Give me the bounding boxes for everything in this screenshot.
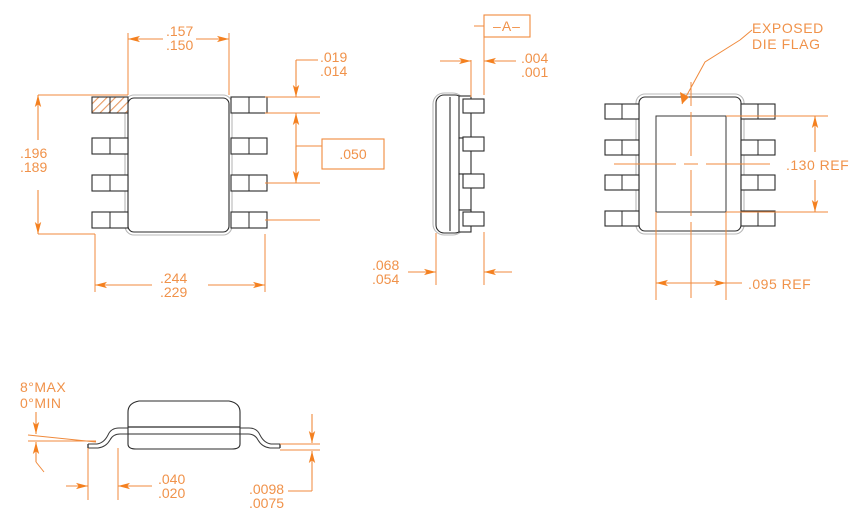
label-standoff-min: .0075 <box>249 495 285 511</box>
pin-7 <box>230 137 268 155</box>
label-lead-width-min: .014 <box>320 63 348 79</box>
dimension-package-thickness <box>408 232 512 285</box>
end-view-leads <box>458 95 485 233</box>
label-lead-angle-max: 8°MAX <box>20 379 67 395</box>
dimension-lead-angle <box>27 412 97 473</box>
label-standoff: .0098 .0075 <box>249 482 284 510</box>
dimension-lead-foot <box>66 448 152 500</box>
top-view <box>34 33 385 292</box>
label-overall-width: .244 .229 <box>160 271 187 299</box>
dimension-lead-width <box>265 59 320 150</box>
end-view <box>408 14 531 285</box>
dimension-die-flag-width <box>655 212 742 300</box>
dimension-lead-pitch <box>265 138 385 221</box>
pin-8 <box>230 96 268 114</box>
label-lead-width: .019 .014 <box>320 50 347 78</box>
centerlines <box>614 82 770 298</box>
label-standoff-max: .0098 <box>249 481 285 497</box>
label-top-width: .157 .150 <box>166 24 193 52</box>
label-exposed-die-flag: EXPOSED DIE FLAG <box>752 20 824 52</box>
label-die-flag-height: .130 REF <box>786 157 850 173</box>
label-lead-angle-min: 0°MIN <box>20 395 62 411</box>
label-lead-thickness-min: .001 <box>521 64 549 80</box>
label-top-width-max: .157 <box>166 23 194 39</box>
label-overall-width-max: .244 <box>160 270 188 286</box>
label-datum-a: –A– <box>493 18 521 34</box>
dimension-lead-thickness <box>440 57 516 97</box>
bottom-left-pins <box>604 103 640 227</box>
label-lead-width-max: .019 <box>320 49 348 65</box>
pin-3 <box>91 174 129 192</box>
label-package-thickness-max: .068 <box>372 257 400 273</box>
pin-1 <box>91 96 129 114</box>
right-pins <box>230 96 268 229</box>
label-lead-thickness-max: .004 <box>521 50 549 66</box>
dimension-top-width <box>127 33 230 95</box>
pin-2 <box>91 137 129 155</box>
label-exposed-die-flag-line1: EXPOSED <box>752 20 824 36</box>
label-overall-width-min: .229 <box>160 284 188 300</box>
label-body-height: .196 .189 <box>20 146 47 174</box>
label-body-height-max: .196 <box>20 145 48 161</box>
left-pins <box>91 96 129 229</box>
bottom-right-pins <box>740 103 776 227</box>
dimension-overall-width <box>94 234 266 292</box>
label-package-thickness-min: .054 <box>372 271 400 287</box>
exposed-die-flag-leader <box>680 29 753 105</box>
dimension-body-height <box>34 94 128 235</box>
label-lead-foot-max: .040 <box>158 471 186 487</box>
side-profile-view <box>27 400 320 500</box>
bottom-view <box>604 29 828 300</box>
label-body-height-min: .189 <box>20 159 48 175</box>
dimension-die-flag-height <box>726 115 828 213</box>
label-exposed-die-flag-line2: DIE FLAG <box>752 36 821 52</box>
pin-4 <box>91 211 129 229</box>
label-lead-thickness: .004 .001 <box>521 51 548 79</box>
label-lead-foot-min: .020 <box>158 485 186 501</box>
label-die-flag-width: .095 REF <box>748 276 812 292</box>
label-lead-angle: 8°MAX 0°MIN <box>20 379 66 411</box>
label-lead-pitch: .050 <box>339 146 367 162</box>
dimension-standoff <box>280 414 320 492</box>
label-top-width-min: .150 <box>166 37 194 53</box>
label-lead-foot: .040 .020 <box>158 472 185 500</box>
label-package-thickness: .068 .054 <box>372 258 399 286</box>
